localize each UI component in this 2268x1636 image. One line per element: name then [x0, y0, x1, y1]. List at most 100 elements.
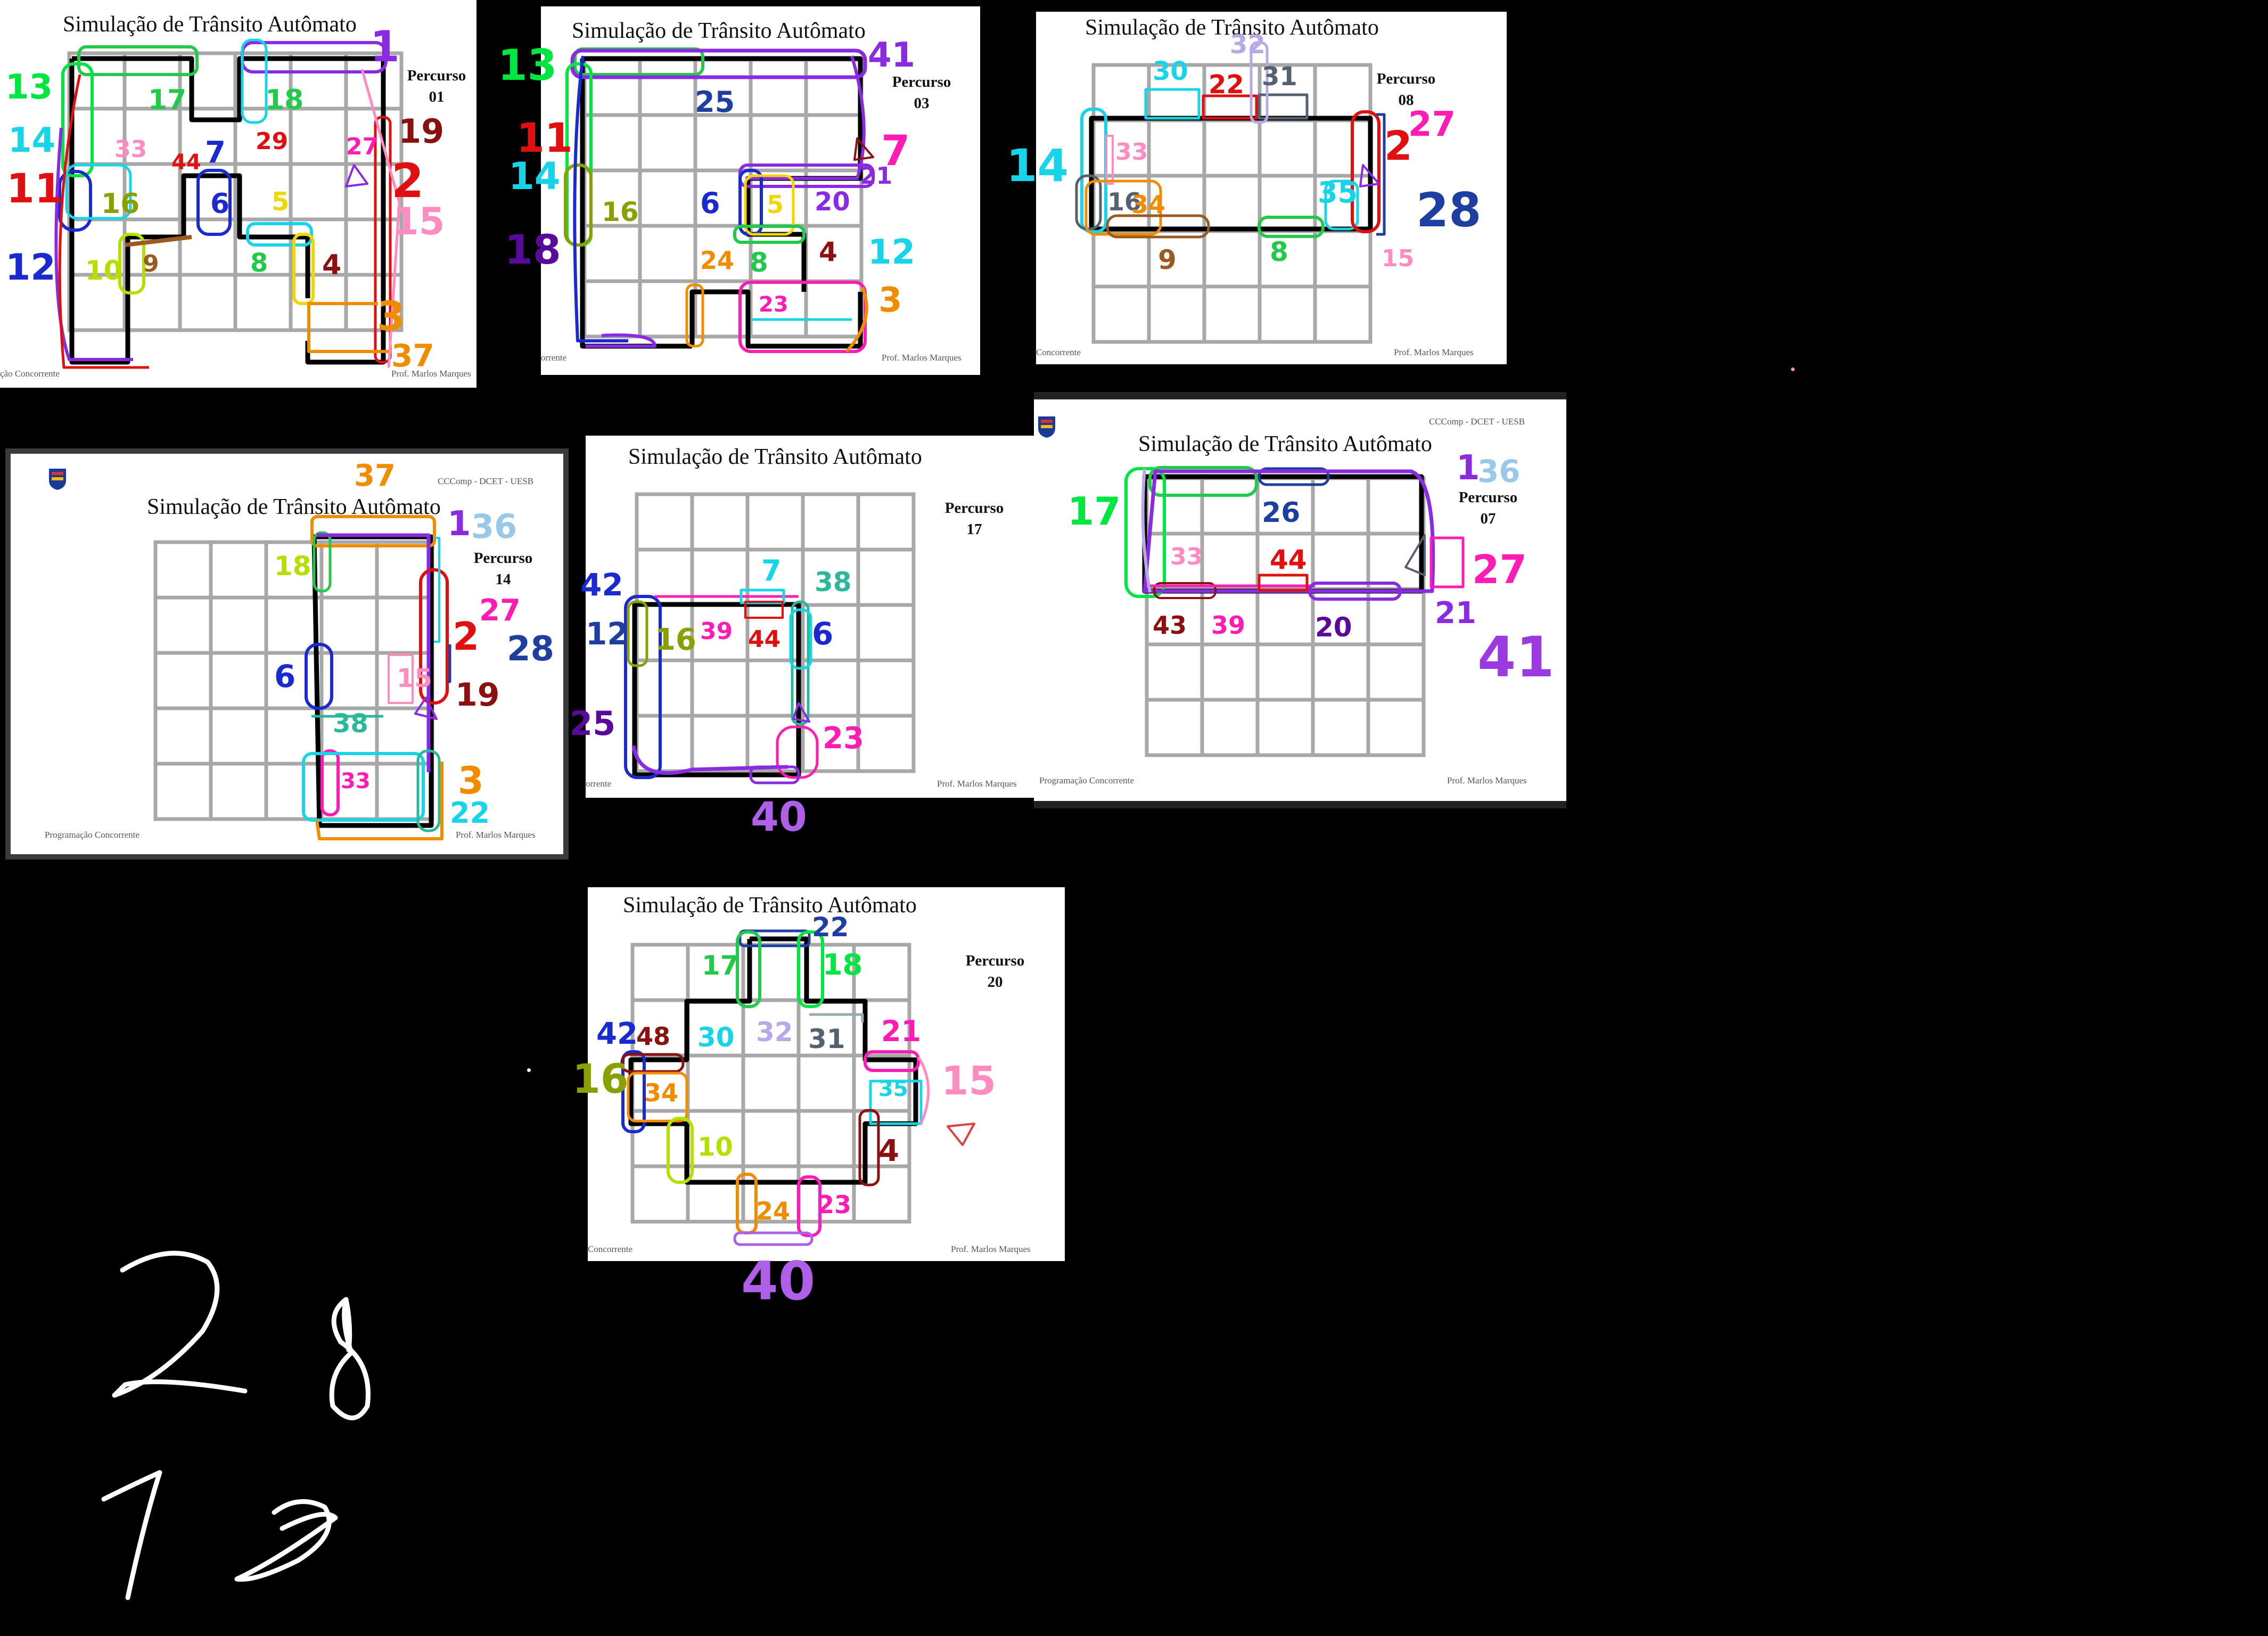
grid-cell: [637, 605, 692, 660]
grid-cell: [854, 1000, 909, 1056]
grid-cell: [322, 708, 377, 764]
grid-cell: [235, 219, 291, 275]
grid-cell: [1260, 65, 1315, 120]
grid-cell: [1204, 120, 1260, 176]
grid-cell: [235, 53, 291, 109]
slide-percurso-20: Simulação de Trânsito Autômato Percurso2…: [588, 887, 1065, 1261]
grid-cell: [180, 53, 235, 109]
grid-cell: [291, 219, 346, 275]
grid-cell: [747, 660, 803, 716]
grid-cell: [799, 1111, 854, 1166]
grid-cell: [1315, 176, 1370, 231]
grid-cell: [751, 60, 806, 115]
grid-cell: [585, 226, 640, 281]
grid-cell: [266, 764, 322, 819]
grid-cell: [125, 164, 180, 219]
grid-cell: [1258, 700, 1313, 755]
slide-title: Simulação de Trânsito Autômato: [1138, 431, 1432, 457]
grid-cell: [291, 109, 346, 164]
footer-right: Prof. Marlos Marques: [882, 353, 962, 363]
grid-cell: [125, 109, 180, 164]
grid-cell: [806, 170, 861, 226]
footer-left: Concorrente: [1036, 347, 1081, 358]
grid-cell: [858, 494, 914, 550]
grid-cell: [743, 1056, 799, 1111]
grid-cell: [854, 1111, 909, 1166]
grid-cell: [180, 275, 235, 330]
footer-right: Prof. Marlos Marques: [391, 369, 471, 379]
grid-cell: [291, 164, 346, 219]
slide-title: Simulação de Trânsito Autômato: [623, 893, 917, 918]
grid-cell: [1202, 478, 1258, 534]
course-header: CCComp - DCET - UESB: [1429, 416, 1525, 427]
grid-cell: [806, 115, 861, 170]
svg-text:40: 40: [751, 793, 807, 840]
percurso-label: Percurso14: [458, 547, 548, 590]
university-logo-icon: [1036, 414, 1057, 439]
grid-cell: [640, 226, 695, 281]
percurso-label: Percurso17: [934, 497, 1014, 540]
handwritten-8: [332, 1299, 368, 1418]
grid-cell: [637, 494, 692, 550]
grid-cell: [585, 281, 640, 337]
grid-cell: [1149, 176, 1204, 231]
grid-cell: [155, 653, 211, 708]
street-grid: [630, 943, 911, 1224]
grid-cell: [1258, 644, 1313, 700]
grid-cell: [799, 1166, 854, 1222]
street-grid: [635, 492, 916, 773]
grid-cell: [266, 708, 322, 764]
grid-cell: [799, 945, 854, 1000]
grid-cell: [377, 764, 432, 819]
grid-cell: [1094, 176, 1149, 231]
grid-cell: [640, 60, 695, 115]
grid-cell: [69, 219, 125, 275]
grid-cell: [692, 494, 747, 550]
grid-cell: [806, 60, 861, 115]
handwritten-2-a: [114, 1253, 245, 1395]
grid-cell: [211, 764, 266, 819]
grid-cell: [692, 716, 747, 771]
grid-cell: [637, 550, 692, 605]
grid-cell: [854, 945, 909, 1000]
grid-cell: [854, 1166, 909, 1222]
grid-cell: [695, 226, 751, 281]
grid-cell: [322, 653, 377, 708]
grid-cell: [266, 653, 322, 708]
footer-right: Prof. Marlos Marques: [1447, 775, 1527, 786]
grid-cell: [155, 542, 211, 598]
grid-cell: [235, 164, 291, 219]
grid-cell: [632, 1000, 688, 1056]
footer-left: orrente: [586, 779, 611, 789]
grid-cell: [803, 550, 858, 605]
slide-percurso-01: Simulação de Trânsito Autômato Percurso0…: [0, 0, 476, 388]
grid-cell: [632, 1111, 688, 1166]
handwritten-1: [104, 1473, 160, 1598]
grid-cell: [1368, 589, 1424, 644]
footer-right: Prof. Marlos Marques: [456, 830, 536, 840]
grid-cell: [858, 550, 914, 605]
grid-cell: [1315, 65, 1370, 120]
grid-cell: [803, 716, 858, 771]
grid-cell: [632, 1056, 688, 1111]
grid-cell: [1313, 534, 1368, 589]
slide-percurso-17: Simulação de Trânsito Autômato Percurso1…: [586, 436, 1043, 798]
grid-cell: [1260, 287, 1315, 342]
grid-cell: [125, 275, 180, 330]
grid-cell: [377, 708, 432, 764]
grid-cell: [632, 945, 688, 1000]
grid-cell: [69, 109, 125, 164]
grid-cell: [1149, 120, 1204, 176]
grid-cell: [692, 550, 747, 605]
grid-cell: [695, 281, 751, 337]
grid-cell: [747, 550, 803, 605]
street-grid: [1091, 63, 1373, 344]
grid-cell: [1368, 700, 1424, 755]
grid-cell: [751, 226, 806, 281]
grid-cell: [1258, 534, 1313, 589]
footer-left: Programação Concorrente: [45, 830, 139, 840]
grid-cell: [211, 598, 266, 653]
grid-cell: [688, 1111, 743, 1166]
grid-cell: [803, 660, 858, 716]
